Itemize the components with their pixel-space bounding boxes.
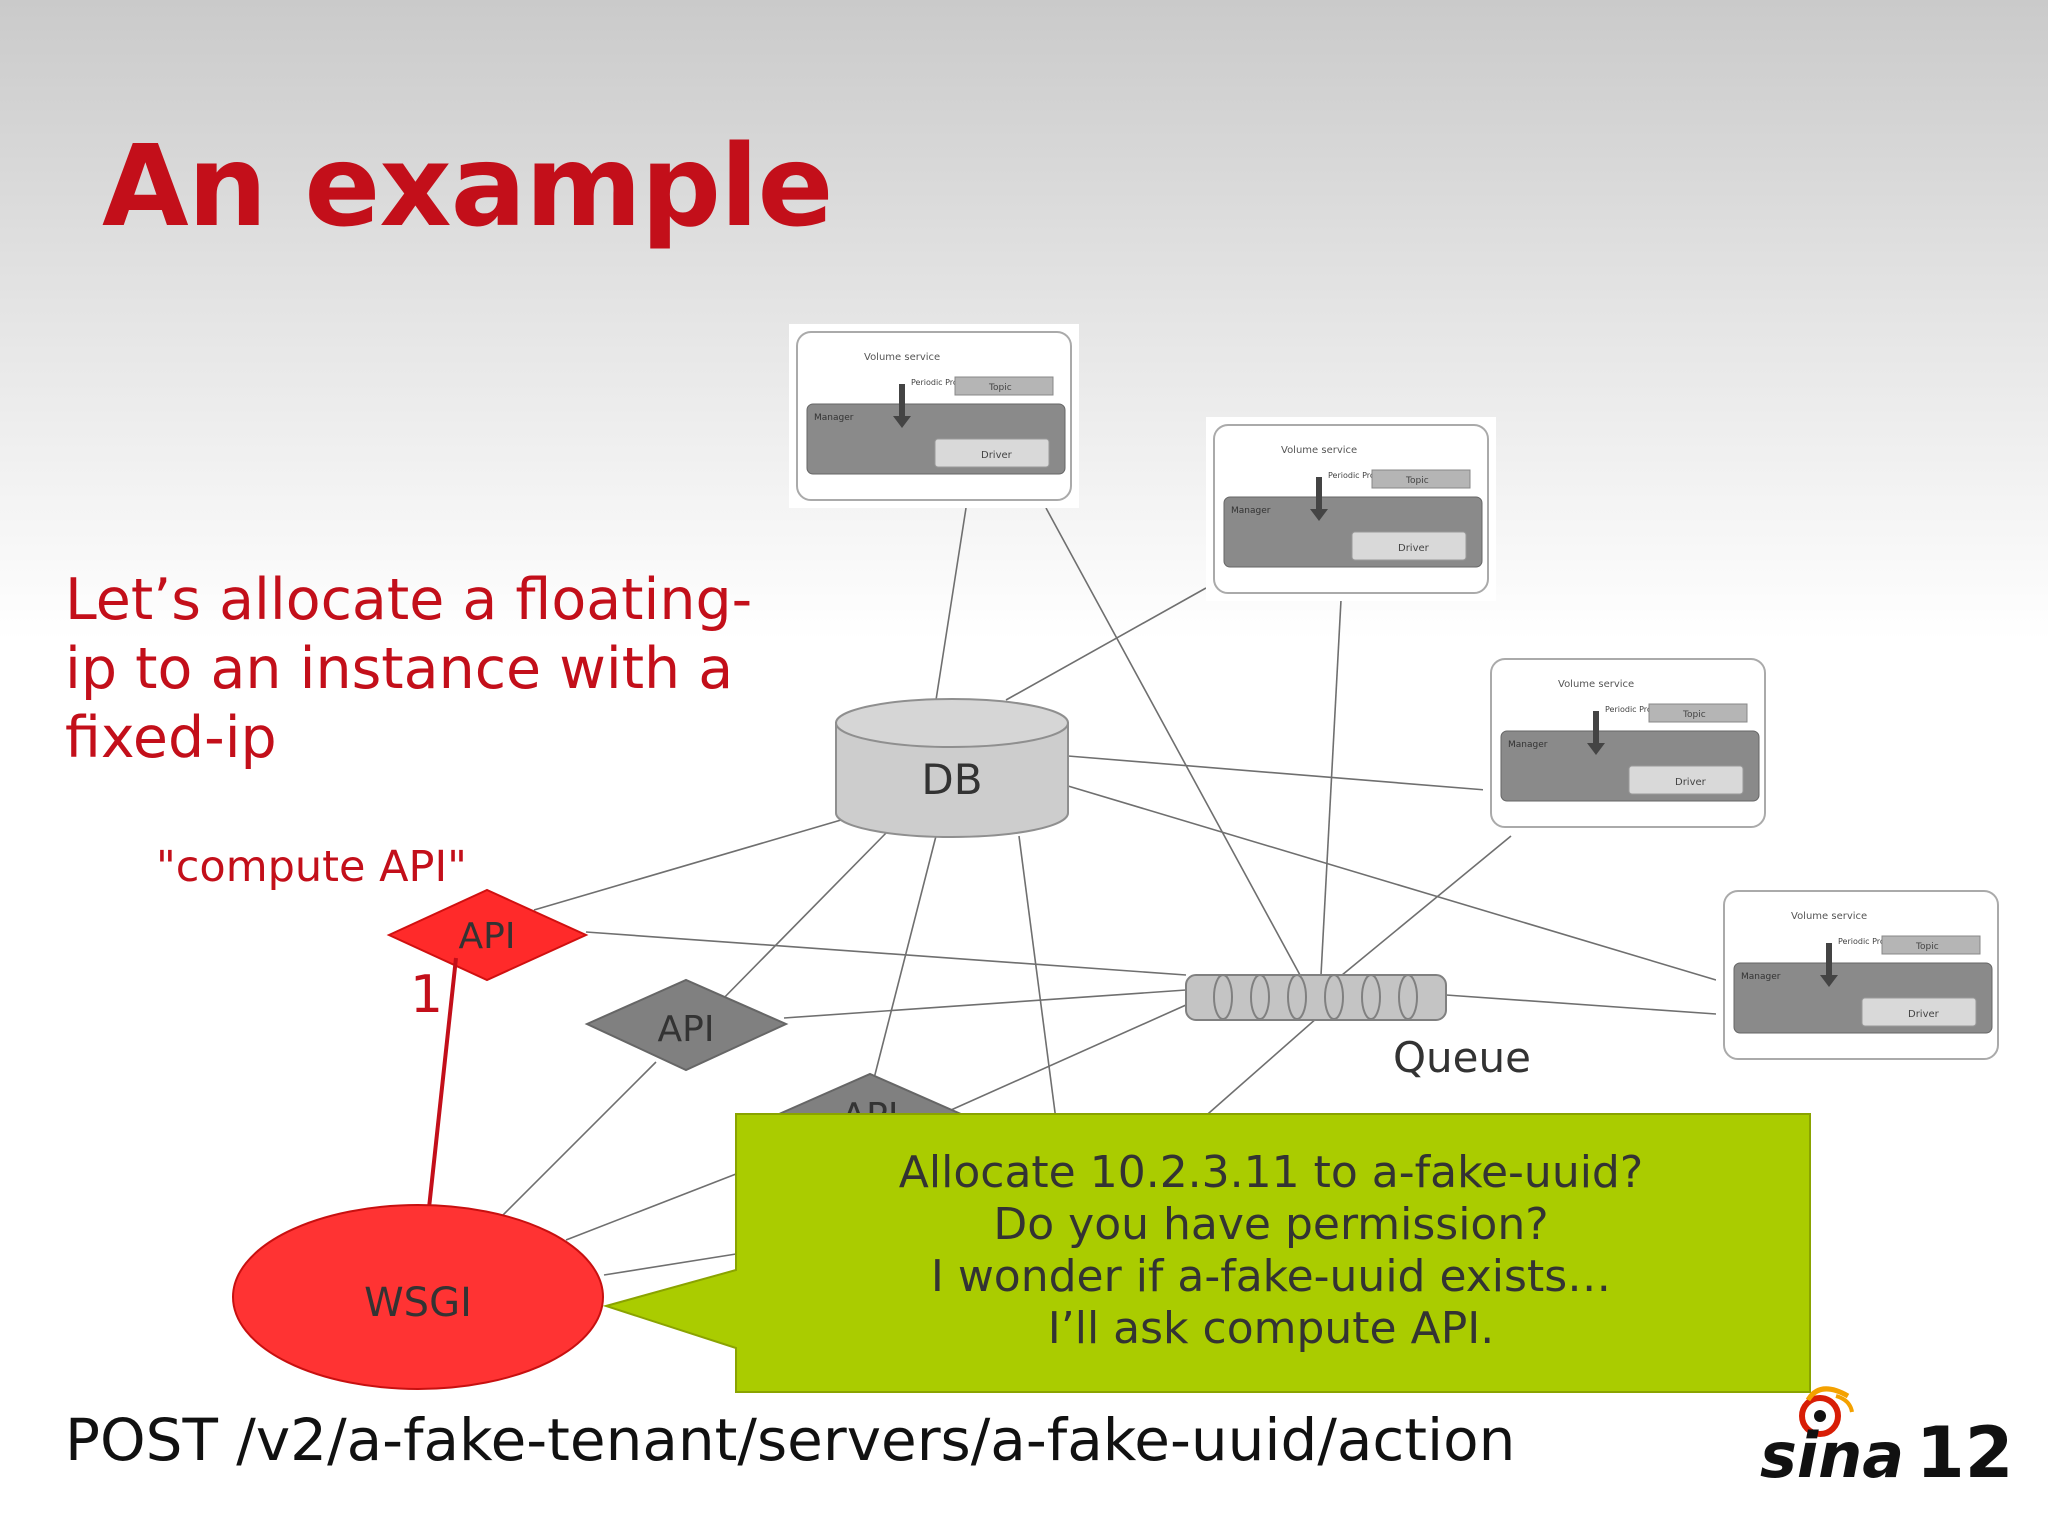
driver-label: Driver xyxy=(1398,543,1430,554)
periodic-process-label: Periodic Process xyxy=(911,378,975,387)
queue-label: Queue xyxy=(1393,1033,1531,1082)
compute-api-label: "compute API" xyxy=(156,842,467,892)
driver-label: Driver xyxy=(1675,777,1707,788)
down-arrow-icon xyxy=(1820,943,1838,987)
volume-service-2: Volume service Periodic Process Topic Ma… xyxy=(1206,417,1496,601)
connector-lines xyxy=(497,507,1717,1276)
compute-api-label-text: API xyxy=(459,916,516,957)
volume-service-3: Volume service Periodic Process Topic Ma… xyxy=(1483,651,1773,835)
slide-number: 12 xyxy=(1916,1412,2014,1494)
bubble-line: I’ll ask compute API. xyxy=(1047,1303,1495,1354)
volume-service-title: Volume service xyxy=(1558,679,1634,690)
bubble-line: Do you have permission? xyxy=(993,1199,1549,1250)
driver-label: Driver xyxy=(981,450,1013,461)
sina-logo-text: sina xyxy=(1760,1419,1904,1492)
api-node-2: API xyxy=(584,978,789,1072)
speech-bubble-text: Allocate 10.2.3.11 to a-fake-uuid? Do yo… xyxy=(740,1147,1802,1355)
wsgi-label: WSGI xyxy=(364,1280,472,1326)
slide-subtitle: Let’s allocate a floating-ip to an insta… xyxy=(65,567,753,771)
volume-service-title: Volume service xyxy=(1281,445,1357,456)
down-arrow-icon xyxy=(1310,477,1328,521)
volume-service-title: Volume service xyxy=(864,352,940,363)
bubble-line: Allocate 10.2.3.11 to a-fake-uuid? xyxy=(898,1147,1644,1198)
volume-service-title: Volume service xyxy=(1791,911,1867,922)
manager-label: Manager xyxy=(1508,740,1548,750)
request-line: POST /v2/a-fake-tenant/servers/a-fake-uu… xyxy=(65,1406,1516,1474)
api-label: API xyxy=(658,1009,715,1050)
manager-label: Manager xyxy=(814,413,854,423)
topic-label: Topic xyxy=(1915,942,1939,952)
slide-title: An example xyxy=(102,122,833,252)
down-arrow-icon xyxy=(893,384,911,428)
periodic-process-label: Periodic Process xyxy=(1328,471,1392,480)
compute-api-node: API xyxy=(386,888,589,982)
wsgi-node: WSGI xyxy=(232,1204,604,1390)
volume-service-1: Volume service Periodic Process Topic Ma… xyxy=(789,324,1079,508)
periodic-process-label: Periodic Process xyxy=(1605,705,1669,714)
bubble-line: I wonder if a-fake-uuid exists… xyxy=(930,1251,1612,1302)
speech-bubble xyxy=(602,1113,1811,1393)
manager-label: Manager xyxy=(1741,972,1781,982)
db-node: DB xyxy=(835,698,1069,838)
driver-label: Driver xyxy=(1908,1009,1940,1020)
topic-label: Topic xyxy=(988,383,1012,393)
topic-label: Topic xyxy=(1682,710,1706,720)
topic-label: Topic xyxy=(1405,476,1429,486)
sina-logo: sina xyxy=(1760,1386,1904,1492)
request-link xyxy=(427,957,458,1209)
down-arrow-icon xyxy=(1587,711,1605,755)
volume-service-4: Volume service Periodic Process Topic Ma… xyxy=(1716,883,2006,1067)
step-number: 1 xyxy=(410,965,443,1025)
periodic-process-label: Periodic Process xyxy=(1838,937,1902,946)
queue-node xyxy=(1185,974,1447,1021)
db-label: DB xyxy=(921,755,982,804)
manager-label: Manager xyxy=(1231,506,1271,516)
